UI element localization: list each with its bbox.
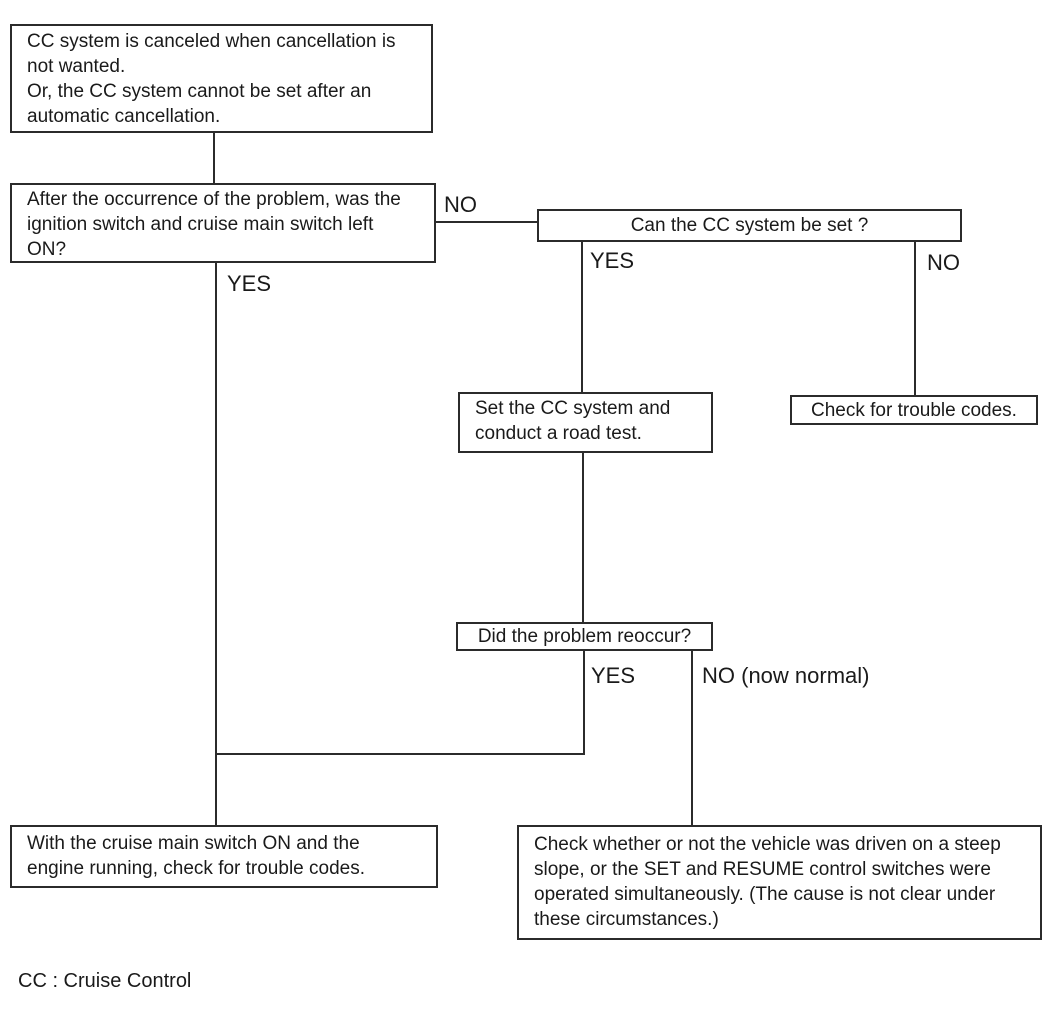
connector-ignition-yes-main-line — [215, 263, 217, 825]
connector-ignition-no-to-can-set — [436, 221, 537, 223]
node-can-cc-be-set-question: Can the CC system be set ? — [537, 209, 962, 242]
connector-reoccur-yes-join-main — [215, 753, 585, 755]
node-steep-slope-set-resume-check: Check whether or not the vehicle was dri… — [517, 825, 1042, 940]
cc-abbreviation-legend: CC : Cruise Control — [18, 970, 192, 992]
connector-problem-to-ignition-question — [213, 133, 215, 183]
branch-label-reoccur-yes: YES — [591, 663, 636, 688]
connector-reoccur-yes-down — [583, 651, 585, 755]
branch-label-ignition-no: NO — [444, 192, 477, 217]
node-ignition-switch-question: After the occurrence of the problem, was… — [10, 183, 436, 263]
branch-label-reoccur-no-now-normal: NO (now normal) — [702, 663, 870, 688]
node-check-trouble-codes: Check for trouble codes. — [790, 395, 1038, 425]
node-problem-description: CC system is canceled when cancellation … — [10, 24, 433, 133]
connector-reoccur-no-to-steep-slope — [691, 651, 693, 825]
connector-can-set-no-to-trouble-codes — [914, 242, 916, 395]
node-main-switch-on-check-codes: With the cruise main switch ON and the e… — [10, 825, 438, 888]
branch-label-can-set-no: NO — [927, 250, 960, 275]
connector-road-test-to-reoccur — [582, 453, 584, 622]
connector-can-set-yes-to-road-test — [581, 242, 583, 392]
node-set-cc-road-test: Set the CC system and conduct a road tes… — [458, 392, 713, 453]
node-did-problem-reoccur-question: Did the problem reoccur? — [456, 622, 713, 651]
branch-label-ignition-yes: YES — [227, 271, 272, 296]
branch-label-can-set-yes: YES — [590, 248, 635, 273]
